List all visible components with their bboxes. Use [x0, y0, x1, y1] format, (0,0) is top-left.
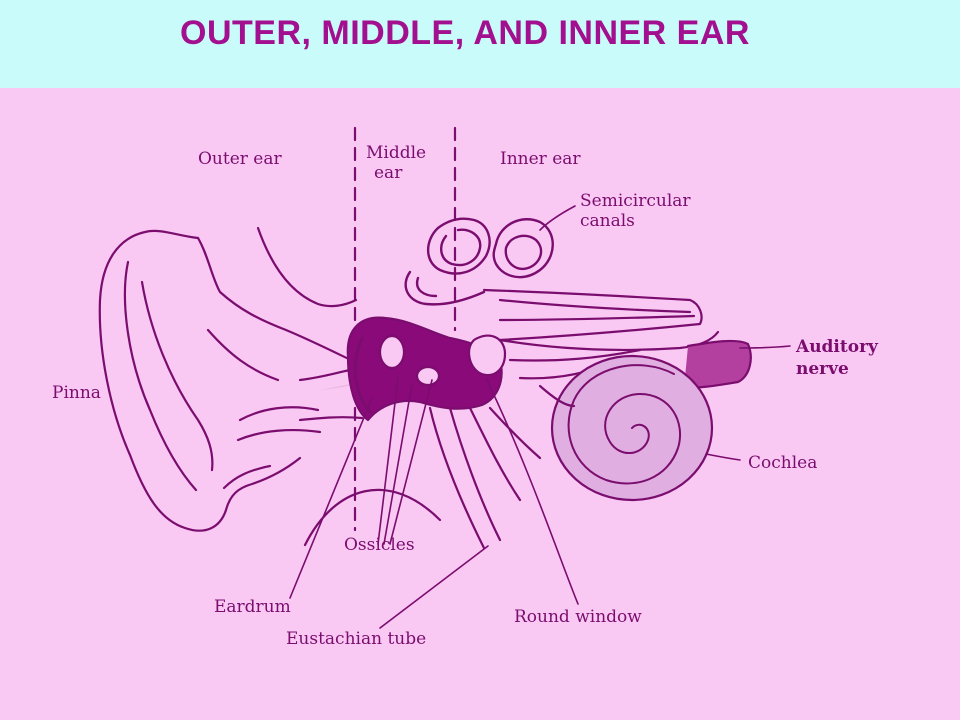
semicircular-canals-shape — [404, 217, 554, 306]
ossicles-shape — [378, 334, 507, 387]
label-inner-ear: Inner ear — [500, 149, 581, 169]
label-eardrum: Eardrum — [214, 597, 291, 617]
label-ossicles: Ossicles — [344, 535, 415, 555]
label-outer-ear: Outer ear — [198, 149, 283, 169]
auditory-nerve-shape — [682, 339, 752, 390]
label-eustachian-tube: Eustachian tube — [286, 629, 426, 649]
label-round-window: Round window — [514, 607, 642, 627]
label-semicircular-line1: Semicircular — [580, 191, 691, 211]
head-contour — [256, 226, 358, 308]
label-cochlea: Cochlea — [748, 453, 817, 473]
ear-canal — [312, 382, 360, 392]
eardrum-shape — [353, 336, 372, 414]
neck-contour — [303, 488, 442, 547]
label-auditory-line1: Auditory — [795, 337, 879, 357]
label-semicircular-line2: canals — [580, 211, 635, 231]
label-middle-ear-line2: ear — [374, 163, 403, 183]
eustachian-tube-shape — [428, 384, 576, 550]
label-pinna: Pinna — [52, 383, 101, 403]
cochlea-shape — [550, 354, 714, 502]
pinna-shape — [98, 229, 357, 532]
label-auditory-line2: nerve — [796, 359, 849, 379]
leader-lines — [289, 205, 791, 629]
label-middle-ear-line1: Middle — [366, 143, 426, 163]
title-bar — [0, 0, 960, 88]
page-title: OUTER, MIDDLE, AND INNER EAR — [180, 14, 750, 52]
